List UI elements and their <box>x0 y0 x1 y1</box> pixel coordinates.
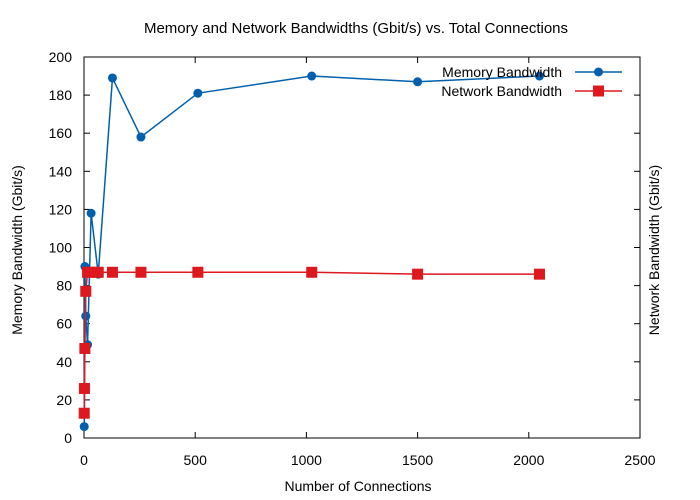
x-tick-label: 2500 <box>624 452 655 468</box>
data-point-network-bandwidth <box>412 268 424 280</box>
data-point-memory-bandwidth <box>413 77 423 87</box>
data-point-network-bandwidth <box>533 268 545 280</box>
x-tick-label: 2000 <box>513 452 544 468</box>
data-point-network-bandwidth <box>78 382 90 394</box>
data-point-network-bandwidth <box>80 285 92 297</box>
data-point-memory-bandwidth <box>193 88 203 98</box>
data-point-network-bandwidth <box>85 266 97 278</box>
y-tick-label: 160 <box>49 125 73 141</box>
y-tick-label: 100 <box>49 240 73 256</box>
y-axis: 0 20 40 60 80 100 120 140 160 180 200 <box>49 49 640 446</box>
legend-label-network-bandwidth: Network Bandwidth <box>441 83 562 99</box>
y-tick-label: 180 <box>49 87 73 103</box>
x-tick-label: 1500 <box>402 452 433 468</box>
y-tick-label: 40 <box>56 354 72 370</box>
legend-label-memory-bandwidth: Memory Bandwidth <box>442 64 562 80</box>
y-tick-label: 80 <box>56 278 72 294</box>
legend-marker-memory-bandwidth <box>594 67 603 77</box>
x-axis: 0 500 1000 1500 2000 2500 <box>80 57 656 468</box>
series-layer <box>78 71 545 432</box>
series-line-network-bandwidth <box>83 271 540 414</box>
y-tick-label: 60 <box>56 316 72 332</box>
chart-title: Memory and Network Bandwidths (Gbit/s) v… <box>144 20 568 37</box>
series-line-memory-bandwidth <box>83 75 540 427</box>
data-point-memory-bandwidth <box>136 132 146 142</box>
data-point-network-bandwidth <box>78 407 90 419</box>
y-tick-label: 120 <box>49 201 73 217</box>
y-axis-label-right: Network Bandwidth (Gbit/s) <box>646 165 662 335</box>
y-tick-label: 140 <box>49 163 73 179</box>
data-point-network-bandwidth <box>192 266 204 278</box>
data-point-memory-bandwidth <box>534 71 544 81</box>
data-point-memory-bandwidth <box>107 73 117 83</box>
x-tick-label: 0 <box>80 452 88 468</box>
y-axis-label-left: Memory Bandwidth (Gbit/s) <box>9 165 25 335</box>
y-tick-label: 20 <box>56 392 72 408</box>
plot-area-frame <box>83 56 641 439</box>
data-point-network-bandwidth <box>106 266 118 278</box>
data-point-network-bandwidth <box>92 266 104 278</box>
y-tick-label: 0 <box>64 430 72 446</box>
data-point-memory-bandwidth <box>79 422 89 432</box>
x-tick-label: 500 <box>184 452 208 468</box>
y-tick-label: 200 <box>49 49 73 65</box>
legend-marker-network-bandwidth <box>593 85 604 97</box>
x-tick-label: 1000 <box>291 452 322 468</box>
data-point-memory-bandwidth <box>86 208 96 218</box>
data-point-network-bandwidth <box>135 266 147 278</box>
data-point-network-bandwidth <box>306 266 318 278</box>
data-point-memory-bandwidth <box>307 71 317 81</box>
chart-legend: Memory Bandwidth Network Bandwidth <box>441 64 622 99</box>
x-axis-label: Number of Connections <box>284 478 431 494</box>
data-point-network-bandwidth <box>79 342 91 354</box>
